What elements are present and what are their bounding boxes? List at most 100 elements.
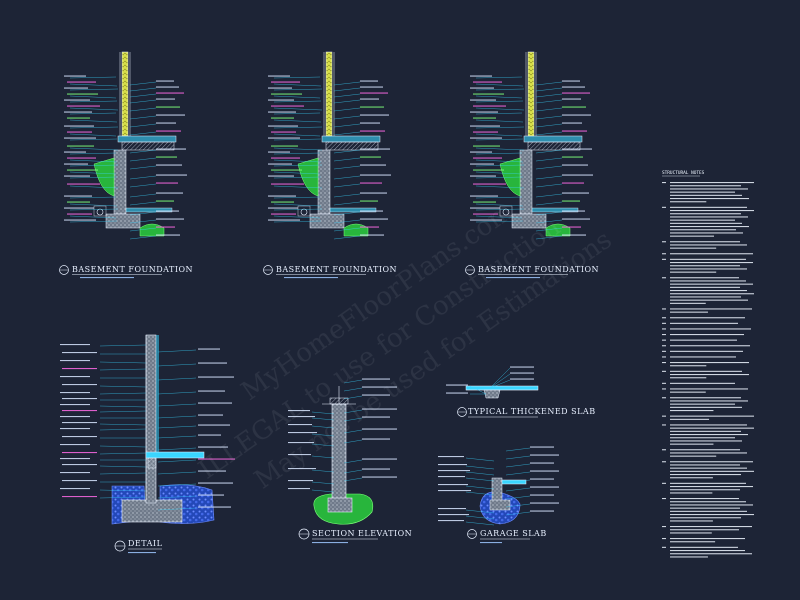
leader-line: [475, 164, 525, 167]
annotation-text: [268, 151, 290, 153]
note-text: [670, 201, 707, 203]
floor-joist: [325, 141, 379, 151]
leader-line: [129, 131, 157, 136]
leader-line: [475, 119, 524, 123]
leader-line: [99, 428, 147, 431]
annotation-text: [470, 125, 500, 127]
leader-line: [475, 76, 523, 79]
leader-line: [535, 175, 563, 180]
note-text: [670, 268, 747, 270]
leader-line: [69, 133, 117, 137]
backfill: [297, 157, 319, 197]
leader-line: [311, 417, 335, 421]
annotation-text: [530, 462, 554, 464]
leader-line: [475, 112, 523, 115]
leader-line: [129, 235, 157, 240]
stud-wall: [325, 51, 333, 137]
annotation-text: [360, 234, 384, 236]
note-number: [662, 370, 666, 372]
leader-line: [489, 367, 511, 389]
annotation-text: [268, 195, 296, 197]
basement-foundation-detail-1: BASEMENT FOUNDATION: [59, 51, 193, 279]
note-text: [670, 489, 740, 491]
detail-leaders: [60, 344, 235, 554]
leader-line: [129, 165, 157, 170]
note-text: [670, 253, 753, 255]
leader-line: [273, 171, 321, 175]
note-text: [670, 258, 746, 260]
note-text: [670, 415, 754, 417]
note-text: [670, 317, 745, 319]
note-text: [670, 328, 751, 330]
leader-line: [505, 511, 531, 516]
annotation-text: [67, 105, 100, 107]
note-text: [670, 529, 739, 531]
annotation-text: [67, 169, 98, 171]
leader-line: [129, 81, 157, 86]
annotation-text: [360, 156, 381, 158]
annotation-text: [288, 442, 314, 444]
note-text: [670, 370, 742, 372]
leader-line: [475, 107, 525, 111]
annotation-text: [67, 145, 94, 147]
leader-line: [475, 159, 524, 163]
annotation-text: [360, 218, 388, 220]
annotation-text: [67, 213, 92, 215]
note-text: [670, 345, 750, 347]
annotation-text: [268, 125, 298, 127]
annotation-text: [470, 87, 494, 89]
note-text: [670, 356, 736, 358]
leader-line: [99, 344, 147, 347]
annotation-text: [62, 398, 97, 400]
annotation-text: [473, 145, 500, 147]
leader-line: [343, 409, 363, 414]
annotation-text: [64, 99, 90, 101]
basement-slab: [531, 207, 579, 213]
annotation-text: [530, 494, 554, 496]
annotation-text: [562, 174, 593, 176]
leader-line: [157, 415, 197, 419]
scale-caption: [80, 277, 134, 279]
annotation-text: [271, 81, 300, 83]
leader-line: [333, 107, 361, 112]
note-text: [670, 271, 717, 273]
backfill: [93, 157, 115, 197]
leader-line: [99, 405, 147, 408]
leader-line: [311, 425, 335, 429]
note-number: [662, 258, 666, 260]
annotation-text: [156, 122, 176, 124]
annotation-text: [562, 192, 589, 194]
leader-line: [99, 445, 147, 448]
basement-foundation-detail-3: BASEMENT FOUNDATION: [465, 51, 599, 279]
annotation-text: [60, 404, 90, 406]
annotation-text: [156, 174, 187, 176]
note-text: [670, 455, 717, 457]
annotation-text: [530, 478, 554, 480]
note-number: [662, 461, 666, 463]
note-number: [662, 182, 666, 184]
annotation-text: [198, 458, 235, 460]
leader-line: [465, 477, 495, 482]
note-text: [670, 374, 749, 376]
note-number: [662, 339, 666, 341]
note-text: [670, 241, 740, 243]
annotation-text: [62, 410, 97, 412]
annotation-text: [62, 436, 97, 438]
annotation-text: [470, 99, 496, 101]
leader-line: [465, 465, 495, 470]
annotation-text: [438, 514, 469, 516]
subfloor: [321, 135, 381, 143]
leader-line: [273, 176, 322, 179]
leader-line: [157, 349, 197, 353]
leader-line: [69, 112, 117, 115]
leader-line: [69, 147, 119, 151]
annotation-text: [67, 93, 98, 95]
leader-line: [505, 503, 531, 508]
note-number: [662, 345, 666, 347]
backfill: [499, 157, 521, 197]
basement-slab: [329, 207, 377, 213]
leader-line: [475, 95, 523, 99]
annotation-text: [470, 75, 492, 77]
note-text: [670, 210, 754, 212]
